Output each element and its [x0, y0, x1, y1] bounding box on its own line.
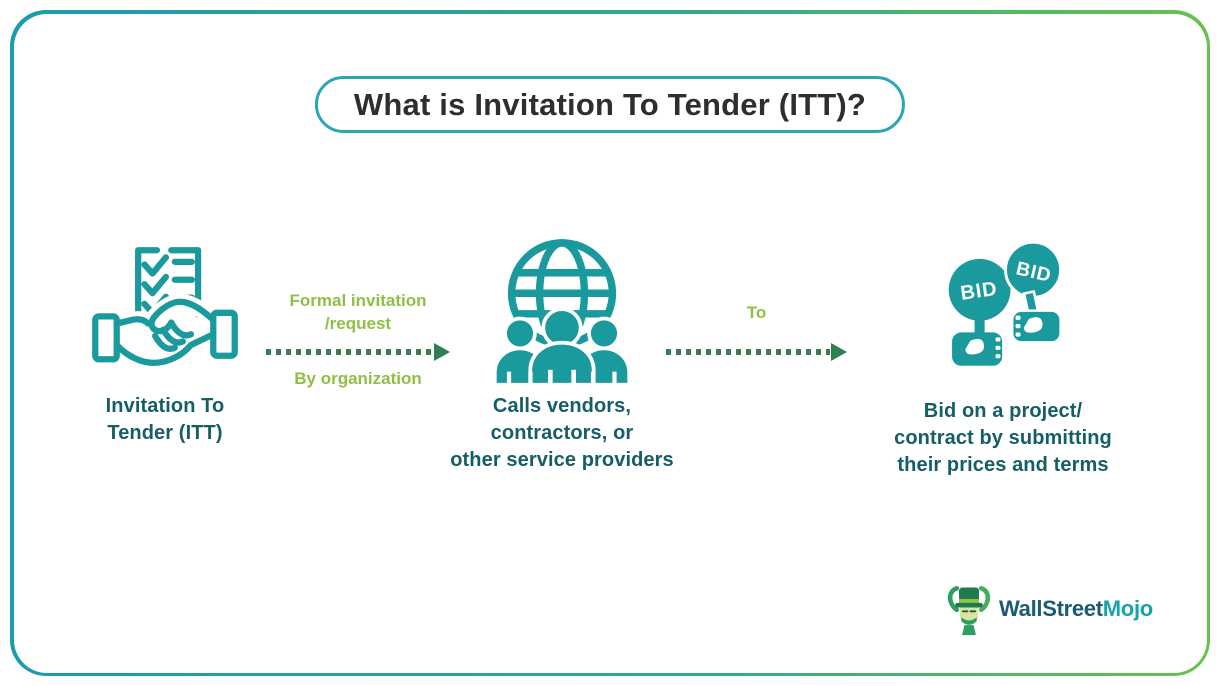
- flow-node-vendors: Calls vendors, contractors, or other ser…: [440, 237, 684, 474]
- flow-node-bid: BID: [871, 242, 1135, 479]
- dotted-arrow-line: [266, 349, 433, 355]
- globe-people-icon: [492, 239, 632, 385]
- arrow1-label-bottom: By organization: [294, 369, 422, 388]
- arrow1-label-top: Formal invitation /request: [289, 291, 427, 333]
- brand-logo: WallStreetMojo: [946, 581, 1153, 637]
- node-label-bid: Bid on a project/ contract by submitting…: [894, 400, 1112, 476]
- dotted-arrow-line: [666, 349, 830, 355]
- node-label-vendors: Calls vendors, contractors, or other ser…: [450, 395, 674, 471]
- bid-text: BID: [959, 278, 999, 305]
- flow-arrow-1: Formal invitation /request By organizati…: [266, 289, 450, 399]
- node-label-itt: Invitation To Tender (ITT): [105, 395, 225, 444]
- brand-text-wallstreet: WallStreet: [999, 596, 1103, 621]
- flow-arrow-2: To: [666, 301, 847, 371]
- bid-paddles-icon: BID: [948, 242, 1063, 366]
- leprechaun-mascot-icon: [947, 586, 991, 636]
- arrow2-label-top: To: [746, 303, 767, 322]
- arrowhead-icon: [831, 343, 847, 361]
- page-title: What is Invitation To Tender (ITT)?: [314, 76, 906, 133]
- flow-node-itt: Invitation To Tender (ITT): [62, 237, 268, 447]
- handshake-checklist-icon: [89, 247, 241, 371]
- arrowhead-icon: [434, 343, 450, 361]
- brand-text-mojo: Mojo: [1102, 596, 1153, 621]
- brand-wordmark: WallStreetMojo: [999, 596, 1153, 622]
